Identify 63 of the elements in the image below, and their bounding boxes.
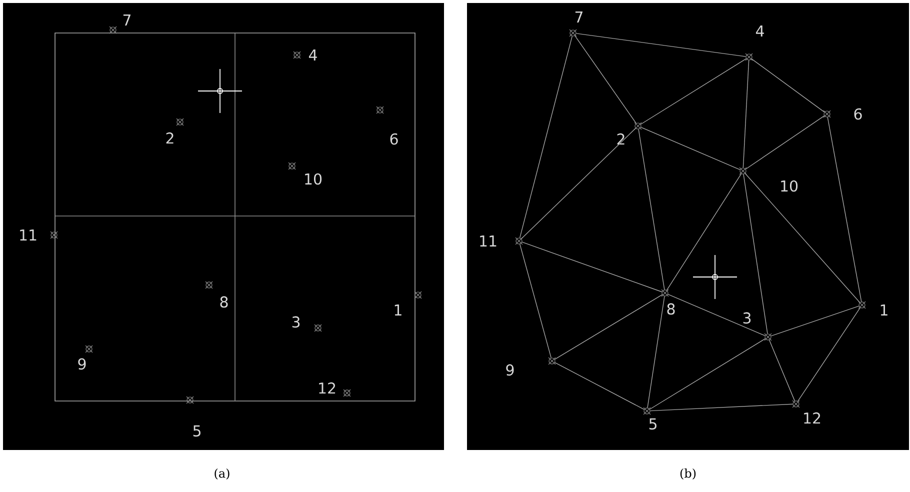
point-label: 10 — [305, 173, 322, 185]
point-marker — [739, 167, 747, 175]
point-marker — [661, 289, 669, 297]
point-label: 4 — [308, 50, 317, 60]
point-label: 5 — [649, 418, 656, 430]
point-marker — [634, 122, 642, 130]
panel-caption: (b) — [680, 468, 696, 480]
point-marker — [858, 301, 866, 309]
triangulation-edge — [522, 242, 662, 292]
point-marker — [548, 357, 556, 365]
triangulation-edge — [520, 244, 552, 358]
point-marker — [643, 407, 651, 415]
point-label: 1 — [394, 304, 402, 316]
triangulation-edge — [744, 173, 860, 303]
triangulation-edge — [640, 58, 747, 125]
point-label: 9 — [78, 358, 86, 370]
triangulation-edge — [649, 338, 766, 410]
triangulation-edge — [770, 306, 860, 336]
triangulation-edge — [797, 307, 861, 402]
point-label: 8 — [667, 303, 675, 315]
triangulation-edge — [743, 174, 768, 334]
triangulation-edge — [768, 340, 796, 402]
point-label: 8 — [220, 296, 228, 308]
triangulation-edge — [574, 35, 636, 124]
point-label: 10 — [781, 180, 798, 192]
point-label: 6 — [854, 108, 862, 120]
point-marker — [792, 400, 800, 408]
triangulation-edge — [650, 404, 794, 412]
point-label: 3 — [292, 316, 300, 328]
triangulation-edge — [666, 173, 742, 291]
point-label: 9 — [506, 364, 514, 376]
triangulation-edge — [751, 58, 825, 112]
point-label: 7 — [575, 12, 582, 22]
triangulation-edge — [519, 36, 573, 238]
triangulation-edge — [640, 126, 740, 170]
point-label: 5 — [193, 425, 200, 437]
point-label: 3 — [743, 312, 751, 324]
triangulation-edge — [554, 294, 663, 360]
triangulation-edge — [638, 128, 665, 290]
triangulation-edge — [742, 60, 750, 168]
point-label: 11 — [20, 230, 36, 240]
triangulation-edge — [521, 128, 636, 240]
panel-caption: (a) — [214, 468, 230, 480]
triangulation-edge — [745, 116, 825, 170]
point-label: 11 — [480, 236, 496, 246]
point-marker — [745, 53, 753, 61]
point-marker — [515, 237, 523, 245]
point-marker — [823, 110, 831, 118]
point-label: 7 — [123, 14, 130, 26]
point-label: 2 — [166, 132, 174, 144]
point-label: 6 — [390, 133, 398, 145]
triangulation-edge — [554, 362, 644, 410]
point-marker — [764, 333, 772, 341]
triangulation-edge — [668, 294, 766, 336]
point-marker — [569, 29, 577, 37]
triangulation-edge — [647, 296, 665, 408]
triangulation-edge — [576, 33, 746, 57]
point-label: 1 — [880, 304, 888, 316]
triangulation-edge — [827, 116, 862, 302]
point-label: 2 — [617, 133, 624, 145]
point-label: 12 — [804, 412, 820, 424]
point-label: 4 — [756, 26, 764, 36]
point-label: 12 — [319, 382, 336, 394]
